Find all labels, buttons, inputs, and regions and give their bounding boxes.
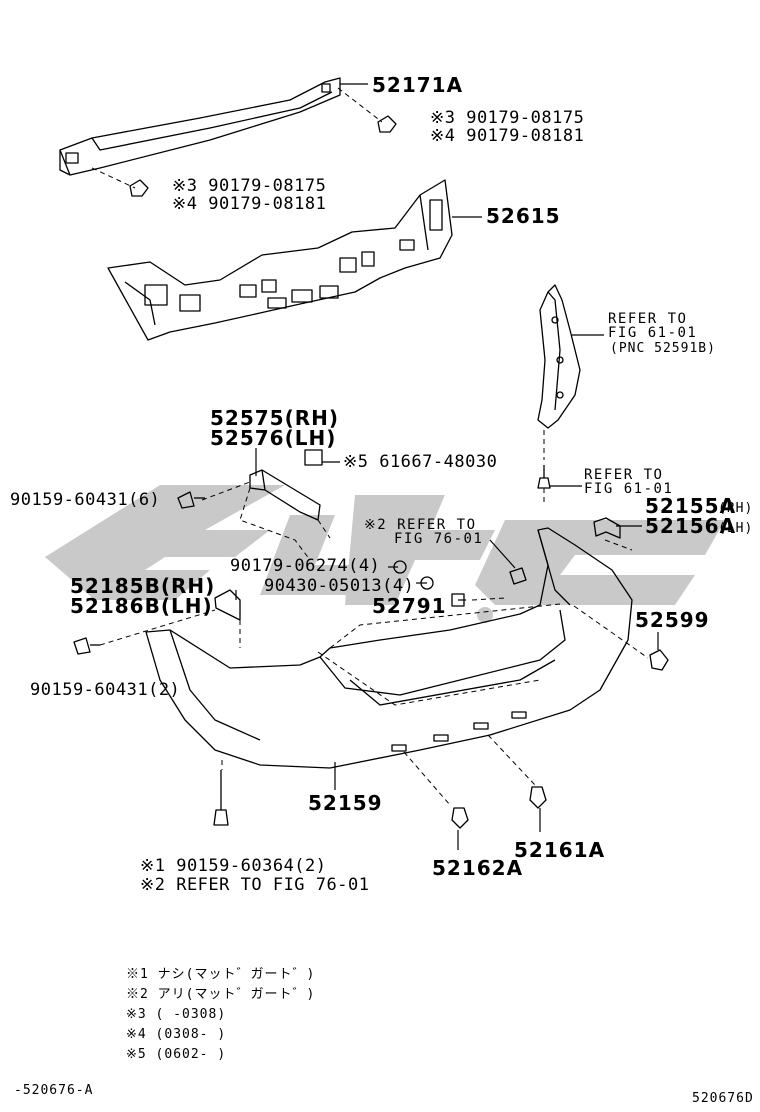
label-52576: 52576(LH) bbox=[210, 426, 337, 450]
nut-clip bbox=[509, 567, 527, 585]
solid-leader-lines bbox=[235, 83, 659, 850]
fasteners bbox=[73, 115, 669, 829]
watermark-dot bbox=[477, 607, 493, 623]
label-52159: 52159 bbox=[308, 791, 383, 815]
label-fastener-top-3: ※3 90179-08175 bbox=[430, 108, 585, 128]
bumper-bracket-52575 bbox=[249, 469, 321, 521]
side-bracket-52591b bbox=[537, 284, 581, 429]
label-fastener-left-4: ※4 90179-08181 bbox=[172, 194, 327, 214]
label-52161a: 52161A bbox=[514, 838, 606, 862]
energy-absorber-52615 bbox=[107, 179, 453, 341]
legend-item-1: ※1 ナシ(マット゛ガート゛) bbox=[126, 967, 316, 982]
label-52155a-side: (RH) bbox=[718, 501, 754, 516]
label-retainer-90430: 90430-05013(4) bbox=[264, 576, 415, 596]
dashed-leader-lines bbox=[91, 87, 649, 806]
footer-left-code: -520676-A bbox=[14, 1083, 94, 1098]
refer-6101-line3: (PNC 52591B) bbox=[610, 341, 716, 356]
label-bottom-refer-2: ※2 REFER TO FIG 76-01 bbox=[140, 875, 370, 895]
label-52791: 52791 bbox=[372, 594, 447, 618]
watermark-shapes bbox=[45, 485, 725, 623]
clip-61667 bbox=[304, 449, 323, 466]
label-52155a: 52155A bbox=[645, 494, 737, 518]
label-fastener-left-3: ※3 90179-08175 bbox=[172, 176, 327, 196]
legend-item-5: ※5 (0602- ) bbox=[126, 1047, 227, 1062]
label-bottom-fastener-1: ※1 90159-60364(2) bbox=[140, 856, 327, 876]
label-clip-61667: ※5 61667-48030 bbox=[343, 452, 498, 472]
label-52186b: 52186B(LH) bbox=[70, 594, 213, 618]
label-nut-90179: 90179-06274(4) bbox=[230, 556, 381, 576]
refer-7601-line2: FIG 76-01 bbox=[394, 531, 484, 547]
label-52171a: 52171A bbox=[372, 73, 464, 97]
label-bolt-upper: 90159-60431(6) bbox=[10, 490, 161, 510]
watermark-logo bbox=[45, 485, 725, 623]
label-52185b: 52185B(RH) bbox=[70, 574, 216, 598]
refer-6101-line2: FIG 61-01 bbox=[608, 325, 698, 341]
bumper-cover-52159 bbox=[145, 527, 633, 769]
legend-item-3: ※3 ( -0308) bbox=[126, 1007, 227, 1022]
footer-right-code: 520676D bbox=[692, 1091, 754, 1106]
watermark-glyph-1 bbox=[45, 485, 285, 600]
reinforcement-bar-52171a bbox=[59, 77, 341, 176]
refer-6101b-line2: FIG 61-01 bbox=[584, 481, 674, 497]
retainer-52155a bbox=[593, 517, 621, 539]
label-52575: 52575(RH) bbox=[210, 406, 339, 430]
label-52162a: 52162A bbox=[432, 856, 524, 880]
watermark-glyph-4 bbox=[475, 520, 725, 605]
refer-6101-line1: REFER TO bbox=[608, 311, 688, 327]
refer-6101b-line1: REFER TO bbox=[584, 467, 664, 483]
label-52615: 52615 bbox=[486, 204, 561, 228]
label-52156a: 52156A bbox=[645, 514, 737, 538]
label-fastener-top-4: ※4 90179-08181 bbox=[430, 126, 585, 146]
legend-item-4: ※4 (0308- ) bbox=[126, 1027, 227, 1042]
label-52599: 52599 bbox=[635, 608, 710, 632]
legend-item-2: ※2 アリ(マット゛ガート゛) bbox=[126, 987, 316, 1002]
watermark-glyph-3 bbox=[345, 495, 495, 605]
label-bolt-lower: 90159-60431(2) bbox=[30, 680, 181, 700]
refer-7601-line1: ※2 REFER TO bbox=[364, 517, 477, 533]
label-52156a-side: (LH) bbox=[718, 521, 754, 536]
